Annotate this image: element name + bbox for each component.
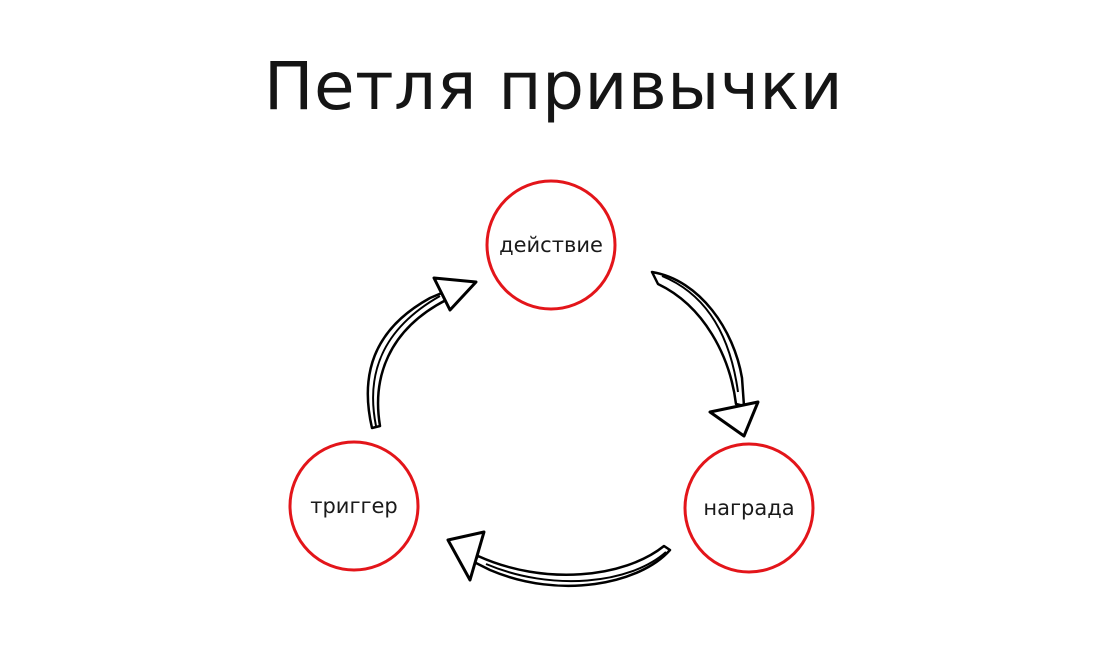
node-trigger: триггер: [288, 440, 420, 572]
arrow-action-to-reward-shaft: [650, 270, 746, 408]
arrow-reward-to-trigger-shaft: [472, 544, 672, 587]
arrow-action-to-reward-head: [708, 400, 760, 438]
arrow-trigger-to-action: [366, 276, 478, 430]
node-reward: награда: [683, 442, 815, 574]
arrow-action-to-reward-stroke: [661, 275, 739, 393]
node-reward-label: награда: [703, 496, 794, 520]
diagram-title: Петля привычки: [263, 48, 844, 125]
arrow-action-to-reward: [650, 270, 760, 438]
node-action-circle: [485, 179, 617, 311]
arrow-trigger-to-action-head: [432, 276, 478, 312]
arrow-reward-to-trigger: [446, 530, 672, 587]
arrow-reward-to-trigger-head: [446, 530, 486, 582]
node-reward-circle: [683, 442, 815, 574]
node-trigger-label: триггер: [310, 494, 398, 518]
arrow-trigger-to-action-stroke: [372, 295, 441, 427]
arrow-reward-to-trigger-stroke: [485, 551, 667, 583]
node-action-label: действие: [499, 233, 603, 257]
node-action: действие: [485, 179, 617, 311]
node-trigger-circle: [288, 440, 420, 572]
